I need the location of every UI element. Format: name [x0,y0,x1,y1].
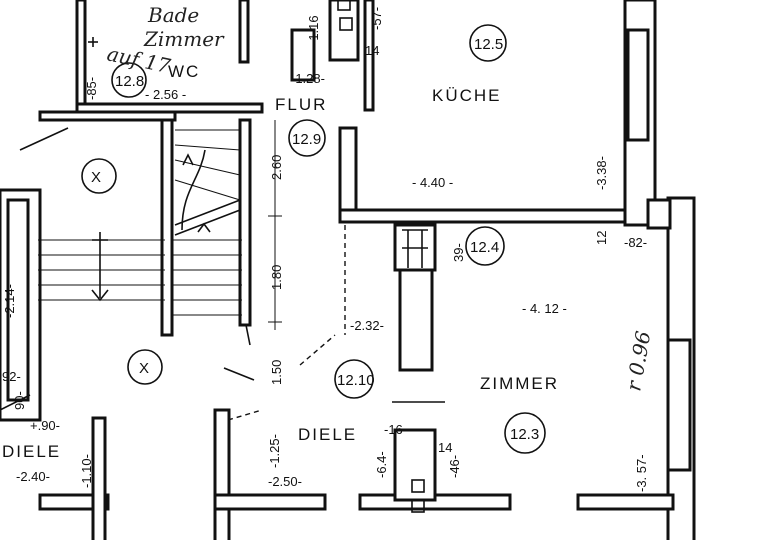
dim-diele-depth: -1.25- [267,434,282,468]
dim-left-2: 92- [2,369,21,384]
dim-small-2: -1.16 [306,15,321,45]
dim-small-9: 14 [438,440,452,455]
pillar-diele [393,428,437,502]
arrow-head-up-2 [197,222,211,233]
details [0,0,445,513]
dim-small-4: 14 [365,43,379,58]
hand-bad-2: Zimmer [143,27,225,51]
dim-flur-1: 2.60 [269,155,284,180]
dim-left-4: +.90- [30,418,60,433]
stair-mark-1: X [91,169,101,186]
dim-zimmer-width: - 4. 12 - [522,301,567,316]
label-zimmer: ZIMMER [480,374,559,393]
window-zimmer [666,338,692,472]
room-markers [81,24,546,454]
dim-wc-width: - 2.56 - [145,87,186,102]
dim-small-5: 12 [594,231,609,245]
wall-stair-inner [160,118,174,337]
wall-zimmer-bottom [576,493,675,511]
wall-kitchen-left [338,126,358,222]
dim-flur-2: 1.80 [269,265,284,290]
label-wc: WC [168,62,200,81]
num-zimmer: 12.3 [510,426,539,443]
dim-small-11: -46- [447,455,462,478]
dim-small-1: -1.28- [291,71,325,86]
dim-small-6: -82- [624,235,647,250]
dim-small-10: -6.4- [374,451,389,478]
dim-kueche-width: - 4.40 - [412,175,453,190]
wall-kitchen-left-top [363,0,375,112]
dim-zimmer-hand: r 0.96 [621,329,655,393]
arrow-head-down [91,289,109,302]
marker-flur [288,119,326,157]
dim-left-5: -1.10- [79,454,94,488]
dim-small-3: -57- [369,7,384,30]
dim-small-8: -16 [384,422,403,437]
marker-stair-2 [127,349,163,385]
dim-flur-3: 1.50 [269,360,284,385]
bottom-fill [0,540,768,560]
stair-mark-2: X [139,360,149,377]
marker-kueche [469,24,507,62]
wall-bath-right [238,0,250,64]
stair-treads [38,129,242,316]
num-wc: 12.8 [115,73,144,90]
dim-small-7: 39- [451,243,466,262]
marker-zimmer-top [465,226,505,266]
label-flur: FLUR [275,95,327,114]
num-diele: 12.10 [337,372,375,389]
label-diele: DIELE [298,425,357,444]
marker-diele [334,359,374,399]
dim-left-1: -2.14- [2,284,17,318]
wall-diele-bottom [213,493,327,511]
num-kueche: 12.5 [474,36,503,53]
dim-left-3: 90- [12,391,27,410]
dim-kueche-depth: -3.38- [594,156,609,190]
dim-corr-width: -2.32- [350,318,384,333]
dim-diele-width: -2.50- [268,474,302,489]
wall-diele-left [213,408,231,560]
pillar-zimmer [398,268,434,372]
num-zimmer-top: 12.4 [470,239,499,256]
marker-stair-1 [81,158,117,194]
dim-zimmer-depth: -3. 57- [634,454,649,492]
label-diele-left: DIELE [2,442,61,461]
label-kueche: KÜCHE [432,86,502,105]
wall-stair-right [238,118,252,327]
wall-kitchen-bottom [338,208,642,224]
window-kitchen [626,28,650,142]
wall-left-lower [91,416,107,560]
dim-wc-depth: -85- [84,77,99,100]
marker-zimmer [504,412,546,454]
wall-stair-top [38,110,177,122]
wall-left-inner [6,198,30,402]
marker-wc [111,62,147,98]
arrow-head-up [182,153,194,166]
pillar-right [646,198,672,230]
wall-left-bottom [38,493,110,511]
dim-left-6: -2.40- [16,469,50,484]
hand-bad-1: Bade [147,3,199,27]
num-flur: 12.9 [292,131,321,148]
chimney-block [290,28,316,82]
